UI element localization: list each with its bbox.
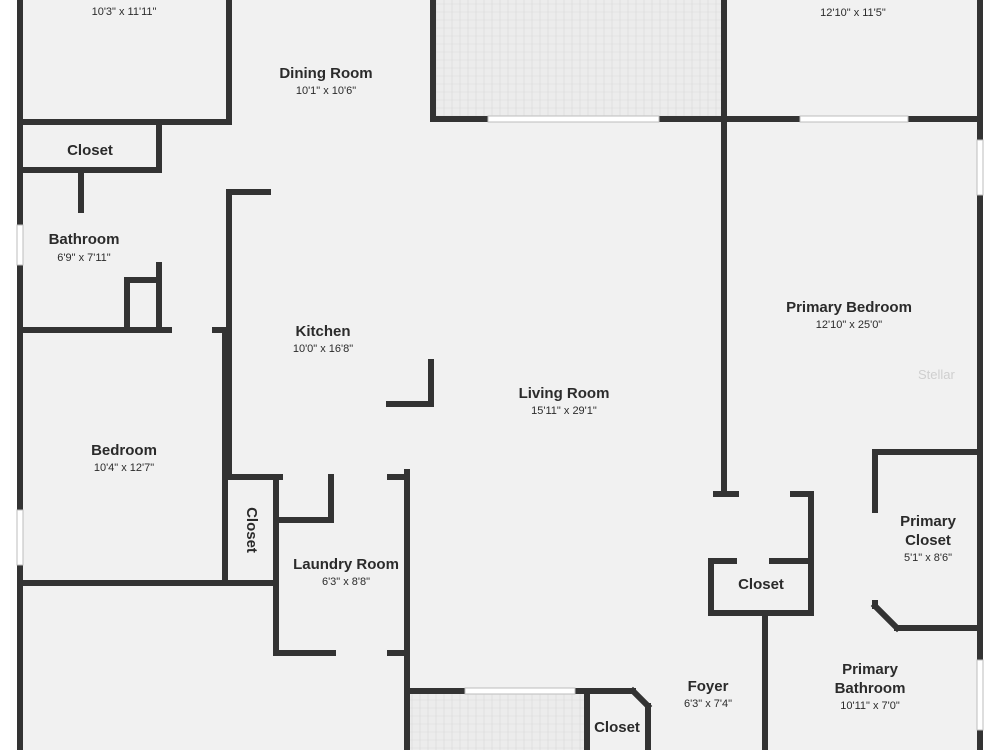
primary-bathroom-dims: 10'11" x 7'0" <box>840 700 900 712</box>
primary-closet-name-line1: Primary <box>900 513 957 530</box>
window <box>16 509 24 566</box>
patio-bottom <box>410 694 587 750</box>
kitchen-name: Kitchen <box>295 323 350 340</box>
dining-room-dims: 10'1" x 10'6" <box>296 85 356 97</box>
living-room-name: Living Room <box>519 385 610 402</box>
primary-closet-name-line2: Closet <box>905 532 951 549</box>
patio-top <box>433 0 724 119</box>
primary-bedroom-dims: 12'10" x 25'0" <box>816 319 883 331</box>
window <box>799 115 909 123</box>
windows <box>16 115 984 731</box>
primary-bathroom-name-line1: Primary <box>842 661 899 678</box>
bedroom-dims: 10'4" x 12'7" <box>94 462 154 474</box>
foyer-name: Foyer <box>688 678 729 695</box>
window <box>976 139 984 196</box>
closet-side-name: Closet <box>243 507 260 553</box>
closet-top-name: Closet <box>67 142 113 159</box>
primary-bedroom-name: Primary Bedroom <box>786 299 912 316</box>
bathroom-dims: 6'9" x 7'11" <box>57 252 110 264</box>
window <box>976 659 984 731</box>
living-room-dims: 15'11" x 29'1" <box>531 405 597 417</box>
walls <box>17 0 983 750</box>
watermark: Stellar <box>918 367 956 382</box>
top-left-room-dims: 10'3" x 11'11" <box>92 6 157 18</box>
closet-bottom-name: Closet <box>594 719 640 736</box>
primary-bathroom-name-line2: Bathroom <box>835 680 906 697</box>
laundry-room-dims: 6'3" x 8'8" <box>322 576 370 588</box>
room-labels: 10'3" x 11'11" 12'10" x 11'5" Dining Roo… <box>49 6 957 736</box>
dining-room-name: Dining Room <box>279 65 372 82</box>
laundry-room-name: Laundry Room <box>293 556 399 573</box>
foyer-dims: 6'3" x 7'4" <box>684 698 732 710</box>
kitchen-dims: 10'0" x 16'8" <box>293 343 353 355</box>
window <box>16 224 24 266</box>
window <box>487 115 660 123</box>
bathroom-name: Bathroom <box>49 231 120 248</box>
primary-closet-dims: 5'1" x 8'6" <box>904 552 952 564</box>
top-right-room-dims: 12'10" x 11'5" <box>820 7 886 19</box>
window <box>464 687 576 695</box>
bedroom-name: Bedroom <box>91 442 157 459</box>
closet-center-name: Closet <box>738 576 784 593</box>
